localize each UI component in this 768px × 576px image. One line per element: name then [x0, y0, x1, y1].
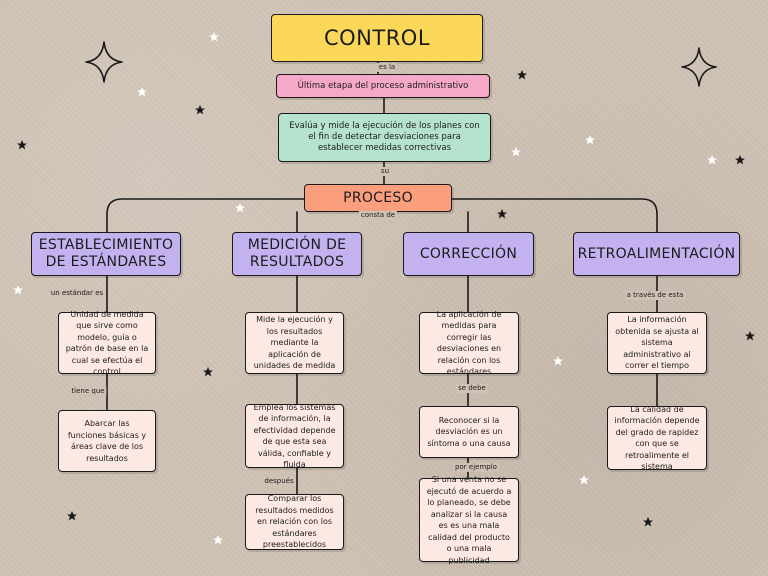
est-item-2-text: Abarcar las funciones básicas y áreas cl…: [67, 419, 147, 463]
sparkle-star-icon: [85, 41, 123, 83]
small-star-icon: [13, 285, 23, 295]
med-item-1-text: Mide la ejecución y los resultados media…: [253, 315, 336, 371]
small-star-icon: [213, 535, 223, 545]
ret-item-1-text: La información obtenida se ajusta al sis…: [615, 315, 699, 371]
small-star-icon: [17, 140, 27, 150]
process-box: PROCESO: [304, 184, 452, 212]
cor-item-3: Si una venta no se ejecutó de acuerdo a …: [419, 475, 519, 565]
est-item-1: Unidad de medida que sirve como modelo, …: [58, 310, 156, 376]
small-star-icon: [67, 511, 77, 521]
small-star-icon: [553, 356, 563, 366]
ret-item-2-text: La calidad de información depende del gr…: [614, 404, 700, 472]
small-star-icon: [137, 87, 147, 97]
cor-item-1: La aplicación de medidas para corregir l…: [419, 310, 519, 376]
small-star-icon: [643, 517, 653, 527]
label-consta-de: consta de: [358, 211, 398, 220]
small-star-icon: [497, 209, 507, 219]
cor-item-2-text: Reconocer si la desviación es un síntoma…: [427, 415, 511, 448]
small-star-icon: [235, 203, 245, 213]
label-tiene-que: tiene que: [69, 387, 107, 396]
line-process-left: [106, 198, 305, 233]
small-star-icon: [511, 147, 521, 157]
description-box: Evalúa y mide la ejecución de los planes…: [278, 113, 491, 162]
med-item-3: Comparar los resultados medidos en relac…: [245, 494, 344, 550]
med-item-3-text: Comparar los resultados medidos en relac…: [255, 494, 334, 550]
label-por-ejemplo: por ejemplo: [453, 463, 499, 472]
description-text: Evalúa y mide la ejecución de los planes…: [289, 121, 480, 153]
heading-medicion: MEDICIÓN DE RESULTADOS: [232, 232, 362, 276]
small-star-icon: [517, 70, 527, 80]
heading-establecimiento-text: ESTABLECIMIENTO DE ESTÁNDARES: [38, 237, 174, 270]
label-despues: después: [262, 477, 296, 486]
process-text: PROCESO: [343, 189, 413, 206]
small-star-icon: [585, 135, 595, 145]
small-star-icon: [579, 475, 589, 485]
med-item-2-text: Emplea los sistemas de información, la e…: [253, 402, 336, 470]
est-item-1-text: Unidad de medida que sirve como modelo, …: [65, 309, 149, 377]
heading-correccion-text: CORRECCIÓN: [419, 245, 518, 262]
title-box: CONTROL: [271, 14, 483, 62]
heading-medicion-text: MEDICIÓN DE RESULTADOS: [247, 237, 347, 270]
line-process-right: [451, 198, 658, 233]
ret-item-2: La calidad de información depende del gr…: [607, 404, 707, 472]
title-text: CONTROL: [323, 26, 431, 50]
label-un-estandar-es: un estándar es: [48, 289, 106, 298]
small-star-icon: [735, 155, 745, 165]
small-star-icon: [203, 367, 213, 377]
med-item-2: Emplea los sistemas de información, la e…: [245, 402, 344, 470]
label-a-traves-de-esta: a través de esta: [624, 291, 686, 300]
definition-box: Última etapa del proceso administrativo: [276, 74, 490, 98]
cor-item-3-text: Si una venta no se ejecutó de acuerdo a …: [426, 475, 512, 565]
cor-item-2: Reconocer si la desviación es un síntoma…: [419, 406, 519, 458]
label-su: su: [378, 167, 392, 176]
label-es-la: es la: [376, 63, 398, 72]
ret-item-1: La información obtenida se ajusta al sis…: [607, 312, 707, 374]
med-item-1: Mide la ejecución y los resultados media…: [245, 312, 344, 374]
heading-retroalimentacion-text: RETROALIMENTACIÓN: [577, 245, 736, 262]
small-star-icon: [745, 331, 755, 341]
small-star-icon: [195, 105, 205, 115]
sparkle-star-icon: [681, 47, 717, 87]
heading-establecimiento: ESTABLECIMIENTO DE ESTÁNDARES: [31, 232, 181, 276]
definition-text: Última etapa del proceso administrativo: [297, 80, 469, 91]
heading-retroalimentacion: RETROALIMENTACIÓN: [573, 232, 740, 276]
heading-correccion: CORRECCIÓN: [403, 232, 534, 276]
small-star-icon: [707, 155, 717, 165]
cor-item-1-text: La aplicación de medidas para corregir l…: [436, 309, 502, 377]
label-se-debe: se debe: [456, 384, 488, 393]
est-item-2: Abarcar las funciones básicas y áreas cl…: [58, 410, 156, 472]
small-star-icon: [209, 32, 219, 42]
